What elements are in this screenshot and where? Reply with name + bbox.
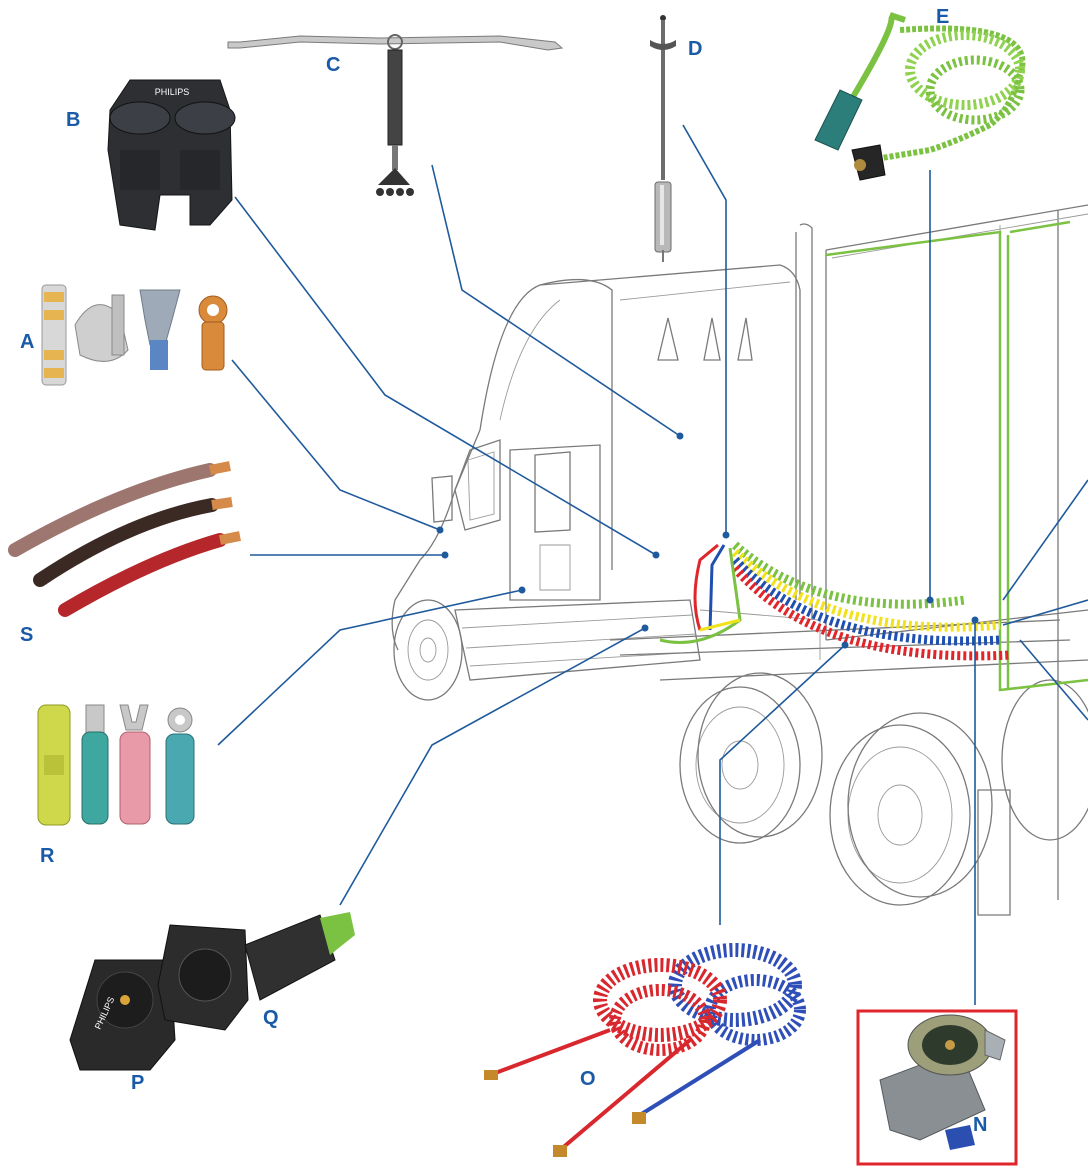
- air-coil-icon: [484, 943, 806, 1157]
- leader-d: [682, 124, 727, 535]
- plug-socket-icon: [157, 912, 355, 1031]
- label-b: B: [66, 109, 80, 131]
- battery-cable-icon: [8, 461, 241, 617]
- leader-r: [217, 589, 523, 746]
- hose-holder-icon: PHILIPS: [107, 79, 236, 231]
- leader-dot-c: [676, 432, 684, 440]
- leader-b: [234, 196, 657, 556]
- leader-q: [339, 627, 646, 906]
- leader-right-3: [1019, 639, 1088, 721]
- hose-hanger-icon: [227, 34, 564, 196]
- battery-terminals-icon: [41, 284, 228, 386]
- leader-dot-q: [641, 624, 649, 632]
- label-s: S: [20, 624, 33, 646]
- label-r: R: [40, 845, 55, 867]
- label-o: O: [580, 1068, 596, 1090]
- part-labels: A B C D E S R Q P O N: [20, 6, 987, 1136]
- leader-dot-d: [722, 531, 730, 539]
- trailer-socket-icon: PHILIPS: [69, 959, 176, 1071]
- leader-dot-a: [436, 526, 444, 534]
- label-e: E: [936, 6, 949, 28]
- leader-dot-s: [441, 551, 449, 559]
- leader-a: [231, 359, 441, 531]
- label-a: A: [20, 331, 34, 353]
- leader-dot-o: [841, 641, 849, 649]
- truck-outline: [391, 204, 1088, 916]
- leader-dot-n: [971, 616, 979, 624]
- leader-dot-e: [926, 596, 934, 604]
- leader-lines: [217, 124, 1088, 1005]
- leader-right-1: [1002, 479, 1088, 601]
- leader-o: [719, 644, 846, 925]
- leader-dot-r: [518, 586, 526, 594]
- leader-c: [431, 164, 681, 437]
- label-p: P: [131, 1072, 144, 1094]
- green-coil-cable-icon: [814, 12, 1026, 181]
- brand-b: PHILIPS: [155, 87, 190, 97]
- label-d: D: [688, 38, 702, 60]
- tender-spring-icon: [650, 15, 676, 262]
- label-n: N: [973, 1114, 987, 1136]
- heat-shrink-terminals-icon: [37, 704, 195, 826]
- truck-coils: [659, 541, 1011, 661]
- leader-right-2: [1002, 599, 1088, 626]
- label-q: Q: [263, 1007, 279, 1029]
- gladhand-icon: [879, 1014, 1006, 1150]
- label-c: C: [326, 54, 340, 76]
- highlight-box-n: [856, 1009, 1018, 1166]
- leader-dot-b: [652, 551, 660, 559]
